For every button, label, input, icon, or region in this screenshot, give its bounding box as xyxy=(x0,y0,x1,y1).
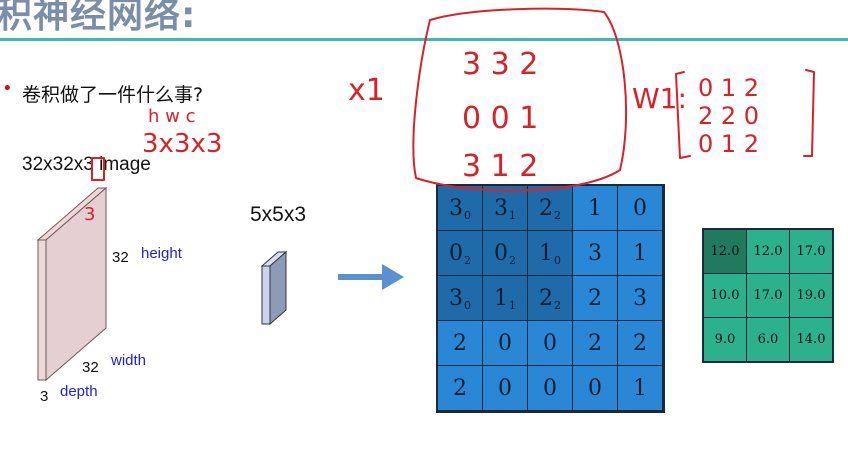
input-cell: 0 xyxy=(573,366,617,410)
output-cell: 6.0 xyxy=(747,318,789,361)
kernel-weight: 2 xyxy=(554,208,561,222)
input-cell-value: 3 xyxy=(633,285,647,311)
output-cell: 17.0 xyxy=(747,274,789,317)
input-cell-value: 0 xyxy=(498,330,512,356)
output-cell: 12.0 xyxy=(704,230,746,273)
input-cell: 2 xyxy=(618,321,662,365)
output-cell: 12.0 xyxy=(747,230,789,273)
input-cell-value: 1 xyxy=(588,195,602,221)
output-cell: 10.0 xyxy=(704,274,746,317)
kernel-weight: 2 xyxy=(554,298,561,312)
input-cell: 2 xyxy=(438,366,482,410)
question-text: 卷积做了一件什么事? xyxy=(22,84,204,106)
input-cell-value: 2 xyxy=(539,285,553,311)
input-cell: 0 xyxy=(618,186,662,230)
kernel-weight: 2 xyxy=(509,253,516,267)
x1-row-1: 3 3 2 xyxy=(462,47,538,82)
w1-row-1: 0 1 2 xyxy=(698,74,759,102)
input-cell-value: 1 xyxy=(494,285,508,311)
volume-depth-note: 3 xyxy=(84,204,95,225)
width-label: width xyxy=(111,352,147,369)
input-cell-value: 1 xyxy=(633,240,647,266)
bullet-icon: • xyxy=(2,78,13,99)
input-cell: 3 xyxy=(573,231,617,275)
input-cell: 2 xyxy=(573,276,617,320)
input-cell-value: 3 xyxy=(449,195,463,221)
image-size-label: 32x32x3 image xyxy=(22,154,151,175)
input-cell-value: 0 xyxy=(543,330,557,356)
hwc-letters: h w c xyxy=(148,106,195,127)
kernel-weight: 1 xyxy=(509,298,516,312)
input-cell: 3 xyxy=(618,276,662,320)
input-cell-value: 3 xyxy=(588,240,602,266)
input-cell: 0 xyxy=(483,366,527,410)
input-cell: 0 xyxy=(483,321,527,365)
output-cell: 9.0 xyxy=(704,318,746,361)
x1-label: x1 xyxy=(348,73,385,108)
input-cell-value: 1 xyxy=(633,375,647,401)
input-cell: 2 xyxy=(573,321,617,365)
output-cell: 17.0 xyxy=(790,230,832,273)
depth-value: 3 xyxy=(40,388,49,405)
input-cell: 0 xyxy=(528,366,572,410)
title-divider xyxy=(0,38,848,41)
w1-row-2: 2 2 0 xyxy=(698,102,759,130)
input-cell-value: 2 xyxy=(453,375,467,401)
x1-row-3: 3 1 2 xyxy=(462,149,538,184)
input-cell-value: 2 xyxy=(453,330,467,356)
width-value: 32 xyxy=(82,359,99,376)
input-cell-value: 0 xyxy=(633,195,647,221)
kernel-illustration xyxy=(260,250,288,326)
slide-title: 积神经网络: xyxy=(0,0,197,36)
input-cell: 1 xyxy=(573,186,617,230)
input-cell-value: 2 xyxy=(539,195,553,221)
input-cell-value: 2 xyxy=(588,285,602,311)
input-volume-illustration xyxy=(36,186,108,382)
kernel-weight: 1 xyxy=(509,208,516,222)
input-cell-value: 1 xyxy=(539,240,553,266)
w1-row-3: 0 1 2 xyxy=(698,130,759,158)
input-cell-value: 2 xyxy=(633,330,647,356)
height-label: height xyxy=(141,245,182,262)
input-cell: 2 xyxy=(438,321,482,365)
kernel-weight: 2 xyxy=(464,253,471,267)
output-cell: 19.0 xyxy=(790,274,832,317)
input-cell-value: 0 xyxy=(588,375,602,401)
x1-row-2: 0 0 1 xyxy=(462,101,538,136)
input-cell: 1 xyxy=(618,366,662,410)
arrow-right-icon xyxy=(338,264,404,290)
output-cell: 14.0 xyxy=(790,318,832,361)
kernel-weight: 0 xyxy=(464,208,471,222)
input-cell-value: 0 xyxy=(543,375,557,401)
input-cell-value: 0 xyxy=(449,240,463,266)
input-cell: 0 xyxy=(528,321,572,365)
input-cell-value: 2 xyxy=(588,330,602,356)
input-cell-value: 0 xyxy=(494,240,508,266)
hwc-dims: 3x3x3 xyxy=(142,129,222,159)
height-value: 32 xyxy=(112,249,129,266)
kernel-weight: 0 xyxy=(554,253,561,267)
kernel-weight: 0 xyxy=(464,298,471,312)
input-cell-value: 3 xyxy=(494,195,508,221)
input-cell: 1 xyxy=(618,231,662,275)
input-cell-value: 3 xyxy=(449,285,463,311)
input-cell-value: 0 xyxy=(498,375,512,401)
depth-label: depth xyxy=(60,383,98,400)
kernel-size-label: 5x5x3 xyxy=(250,203,307,226)
